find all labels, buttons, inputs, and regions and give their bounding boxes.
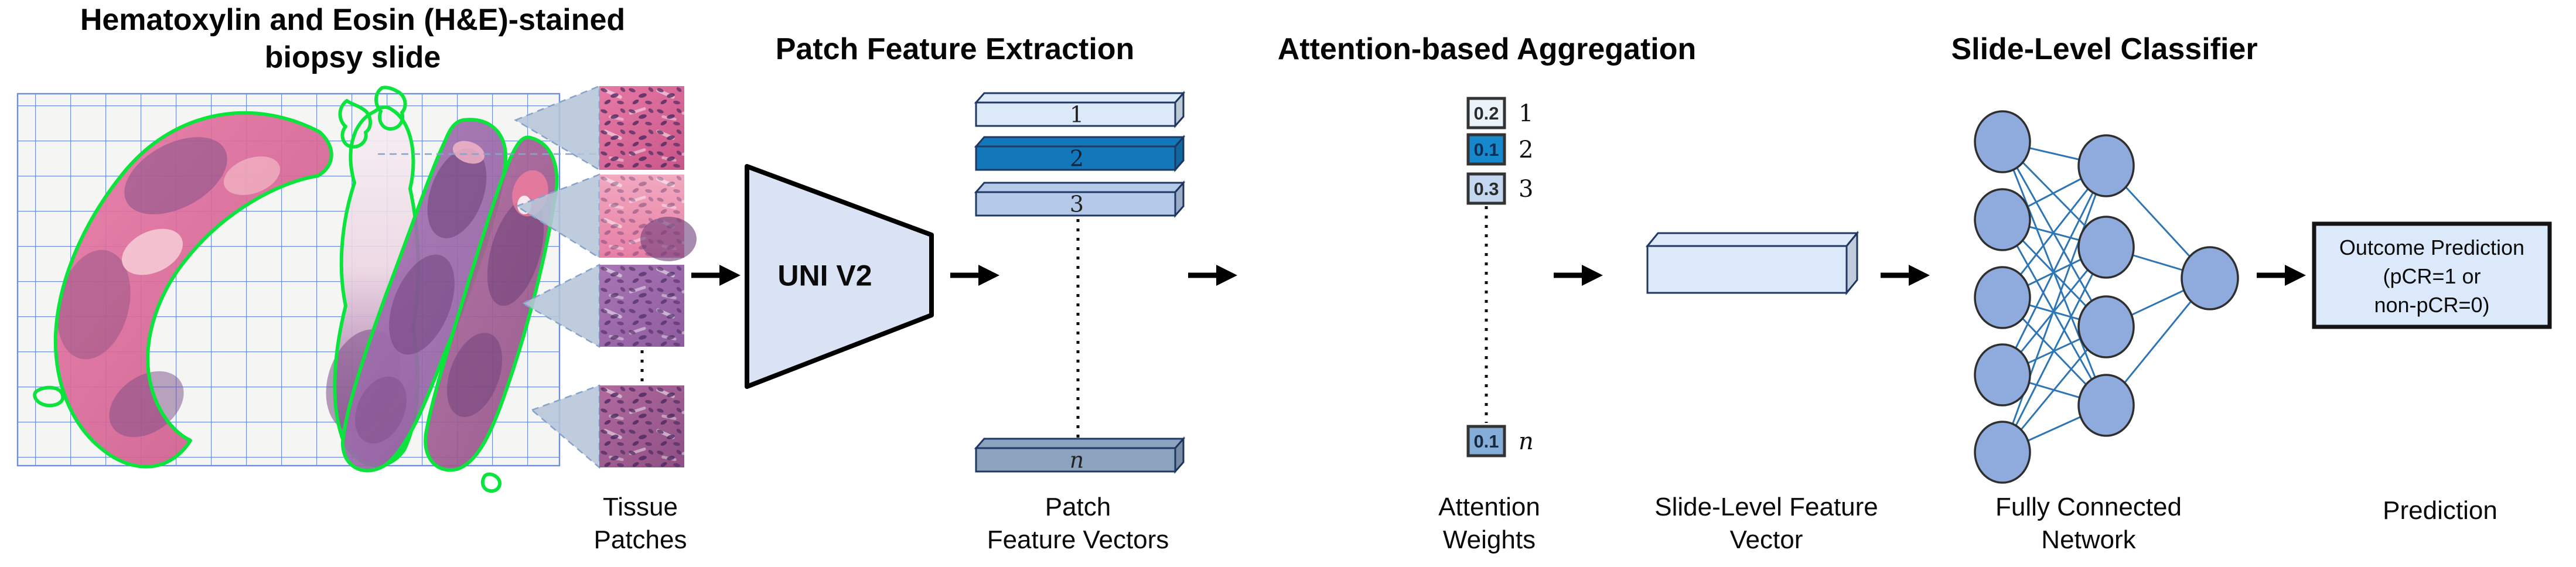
caption-patch-feature-vectors: Patch Feature Vectors: [987, 491, 1169, 556]
section-title-attention-aggregation: Attention-based Aggregation: [1277, 32, 1697, 66]
slide-title: Hematoxylin and Eosin (H&E)-stained biop…: [19, 1, 687, 76]
input-node-1: [1974, 110, 2031, 173]
feature-vector-bar-3: 3: [974, 180, 1186, 218]
hidden-node-2: [2077, 216, 2135, 279]
flow-arrows: [691, 265, 2306, 286]
fully-connected-network: [1974, 110, 2239, 484]
network-nodes: [1974, 110, 2239, 484]
feature-vector-bar-n: n: [974, 436, 1186, 474]
prediction-line2: (pCR=1 or: [2383, 264, 2481, 288]
arrow-network-to-prediction: [2257, 265, 2306, 286]
caption-line: Slide-Level Feature: [1654, 493, 1878, 521]
feature-vector-label-3: 3: [1070, 191, 1084, 217]
slide-level-feature-vector-bar: [1645, 230, 1860, 296]
input-node-4: [1974, 343, 2031, 407]
caption-line: Feature Vectors: [987, 525, 1169, 554]
feature-vector-bar-1: 1: [974, 91, 1186, 128]
zoom-cone-3: [521, 263, 601, 349]
tissue-patch-4: [599, 385, 684, 467]
attention-weight-1: 0.2 1: [1466, 97, 1533, 129]
tissue-fragment: [33, 385, 65, 408]
caption-slide-level-feature-vector: Slide-Level Feature Vector: [1654, 491, 1878, 556]
arrow-slide-to-encoder: [691, 265, 741, 286]
tissue-section-3: [340, 118, 508, 473]
arrow-attention-to-slidevector: [1554, 265, 1603, 286]
slide-title-line2: biopsy slide: [264, 40, 441, 74]
tissue-island-2: [374, 86, 407, 131]
attention-index-2: 2: [1519, 136, 1533, 163]
caption-prediction: Prediction: [2383, 496, 2497, 525]
caption-line: Vector: [1729, 525, 1803, 554]
caption-line: Weights: [1442, 525, 1536, 554]
input-node-3: [1974, 266, 2031, 329]
prediction-line3: non-pCR=0): [2374, 293, 2490, 317]
caption-line: Network: [2041, 525, 2136, 554]
patch-feature-vector-bars: 1 2 3 n: [974, 91, 1186, 474]
tissue-patch-2: [599, 175, 697, 261]
encoder-label: UNI V2: [777, 259, 872, 292]
caption-line: Patches: [593, 525, 687, 554]
output-node: [2181, 246, 2239, 310]
arrow-vectors-to-attention: [1188, 265, 1237, 286]
input-node-2: [1974, 188, 2031, 251]
input-node-5: [1974, 421, 2031, 484]
caption-attention-weights: Attention Weights: [1438, 491, 1540, 556]
attention-index-1: 1: [1519, 100, 1533, 127]
attention-value-n: 0.1: [1473, 431, 1499, 452]
feature-vector-label-n: n: [1070, 447, 1084, 473]
caption-line: Tissue: [603, 493, 678, 521]
tissue-island-1: [338, 99, 372, 149]
attention-weight-2: 0.1 2: [1466, 133, 1533, 166]
caption-tissue-patches: Tissue Patches: [594, 491, 687, 556]
arrow-encoder-to-vectors: [950, 265, 999, 286]
attention-weight-3: 0.3 3: [1466, 172, 1533, 205]
feature-vector-label-1: 1: [1070, 101, 1084, 127]
attention-value-1: 0.2: [1473, 103, 1499, 124]
tissue-patch-thumbnails: [599, 86, 697, 467]
attention-value-2: 0.1: [1473, 139, 1499, 160]
attention-weight-boxes: 0.2 1 0.1 2 0.3 3 0.1 n: [1466, 97, 1534, 457]
zoom-cone-4: [530, 384, 601, 469]
feature-vector-label-2: 2: [1070, 145, 1084, 171]
hidden-node-1: [2077, 134, 2135, 197]
tissue-patch-1: [599, 86, 684, 170]
prediction-box: [2312, 221, 2552, 329]
hidden-node-3: [2077, 295, 2135, 358]
attention-value-3: 0.3: [1473, 179, 1499, 199]
tissue-section-1: [33, 111, 333, 469]
section-title-slide-classifier: Slide-Level Classifier: [1951, 32, 2258, 66]
caption-line: Patch: [1045, 493, 1111, 521]
slide-title-line1: Hematoxylin and Eosin (H&E)-stained: [80, 3, 626, 37]
arrow-slidevector-to-network: [1881, 265, 1930, 286]
attention-index-n: n: [1519, 428, 1534, 455]
feature-vector-bar-2: 2: [974, 135, 1186, 172]
biopsy-slide-image: [16, 85, 601, 493]
section-title-patch-feature-extraction: Patch Feature Extraction: [775, 32, 1135, 66]
caption-line: Fully Connected: [1995, 493, 2182, 521]
tissue-fragment-2: [480, 472, 501, 493]
slide-border: [16, 93, 561, 467]
caption-fully-connected-network: Fully Connected Network: [1995, 491, 2182, 556]
encoder-trapezoid: UNI V2: [745, 164, 934, 389]
attention-index-3: 3: [1519, 176, 1533, 203]
prediction-line1: Outcome Prediction: [2339, 235, 2525, 259]
hidden-node-4: [2077, 374, 2135, 437]
caption-line: Attention: [1438, 493, 1540, 521]
attention-weight-n: 0.1 n: [1466, 425, 1534, 457]
tissue-patch-3: [599, 265, 684, 347]
prediction-box-text: Outcome Prediction (pCR=1 or non-pCR=0): [2314, 233, 2550, 319]
